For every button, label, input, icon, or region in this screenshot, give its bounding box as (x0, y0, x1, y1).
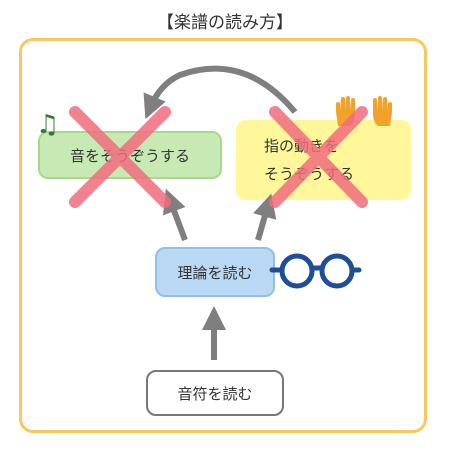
imitate-fingers-label-line2: そうぞうする (264, 165, 355, 183)
left-hand-icon (332, 96, 360, 133)
imitate-fingers-label-line1: 指の動きを (264, 137, 340, 155)
read-notes-label: 音符を読む (177, 384, 253, 403)
right-hand-icon (368, 96, 396, 133)
read-notes-box: 音符を読む (146, 370, 284, 416)
music-note-icon: ♫ (36, 110, 60, 140)
imitate-sound-box: 音をそうぞうする (38, 131, 222, 179)
read-theory-label: 理論を読む (177, 263, 253, 282)
read-theory-box: 理論を読む (155, 247, 275, 297)
imitate-sound-label: 音をそうぞうする (69, 146, 190, 165)
page-title: 【楽譜の読み方】 (157, 13, 293, 33)
